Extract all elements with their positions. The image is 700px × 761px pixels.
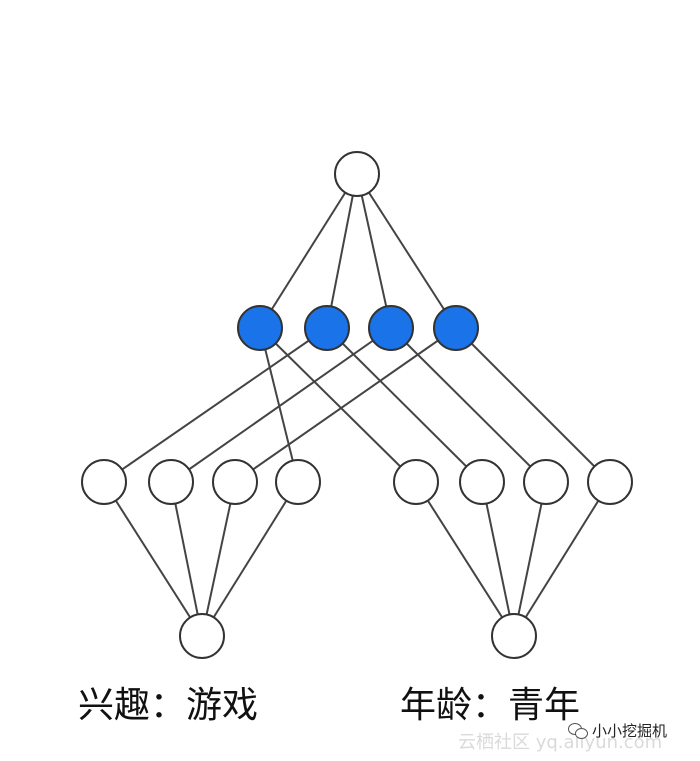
embedding-node-1 <box>237 305 283 351</box>
feature-label-interest: 兴趣：游戏 <box>78 685 259 726</box>
interest-onehot-node-2 <box>148 459 194 505</box>
edge-12 <box>103 481 203 637</box>
embedding-node-2 <box>304 305 350 351</box>
edge-8 <box>259 327 417 483</box>
edge-9 <box>326 327 483 483</box>
edge-2 <box>356 173 392 329</box>
interest-onehot-node-1 <box>81 459 127 505</box>
edges-group <box>103 173 611 637</box>
edge-13 <box>170 481 203 637</box>
edge-1 <box>326 173 358 329</box>
age-onehot-node-4 <box>587 459 633 505</box>
edge-5 <box>170 327 392 483</box>
edge-16 <box>415 481 515 637</box>
edge-15 <box>201 481 299 637</box>
edge-17 <box>481 481 515 637</box>
site-watermark: 云栖社区 yq.aliyun.com <box>458 732 663 753</box>
edge-0 <box>259 173 358 329</box>
feature-label-age: 年龄：青年 <box>400 685 581 726</box>
edge-11 <box>455 327 611 483</box>
embedding-node-3 <box>368 305 414 351</box>
edge-6 <box>234 327 457 483</box>
edge-14 <box>201 481 236 637</box>
embedding-node-4 <box>433 305 479 351</box>
edge-10 <box>390 327 547 483</box>
wechat-icon <box>568 722 588 739</box>
interest-onehot-node-4 <box>275 459 321 505</box>
age-onehot-node-3 <box>523 459 569 505</box>
watermark-text: 小小挖掘机 <box>592 722 668 740</box>
nodes-group <box>81 151 633 659</box>
edge-7 <box>259 327 299 483</box>
age-onehot-node-1 <box>393 459 439 505</box>
edge-18 <box>513 481 547 637</box>
edge-19 <box>513 481 611 637</box>
interest-onehot-node-3 <box>212 459 258 505</box>
output-node <box>334 151 380 197</box>
edge-3 <box>356 173 457 329</box>
age-input-node <box>491 613 537 659</box>
age-onehot-node-2 <box>459 459 505 505</box>
interest-input-node <box>179 613 225 659</box>
wechat-watermark: 小小挖掘机 <box>568 720 667 741</box>
edge-4 <box>103 327 328 483</box>
